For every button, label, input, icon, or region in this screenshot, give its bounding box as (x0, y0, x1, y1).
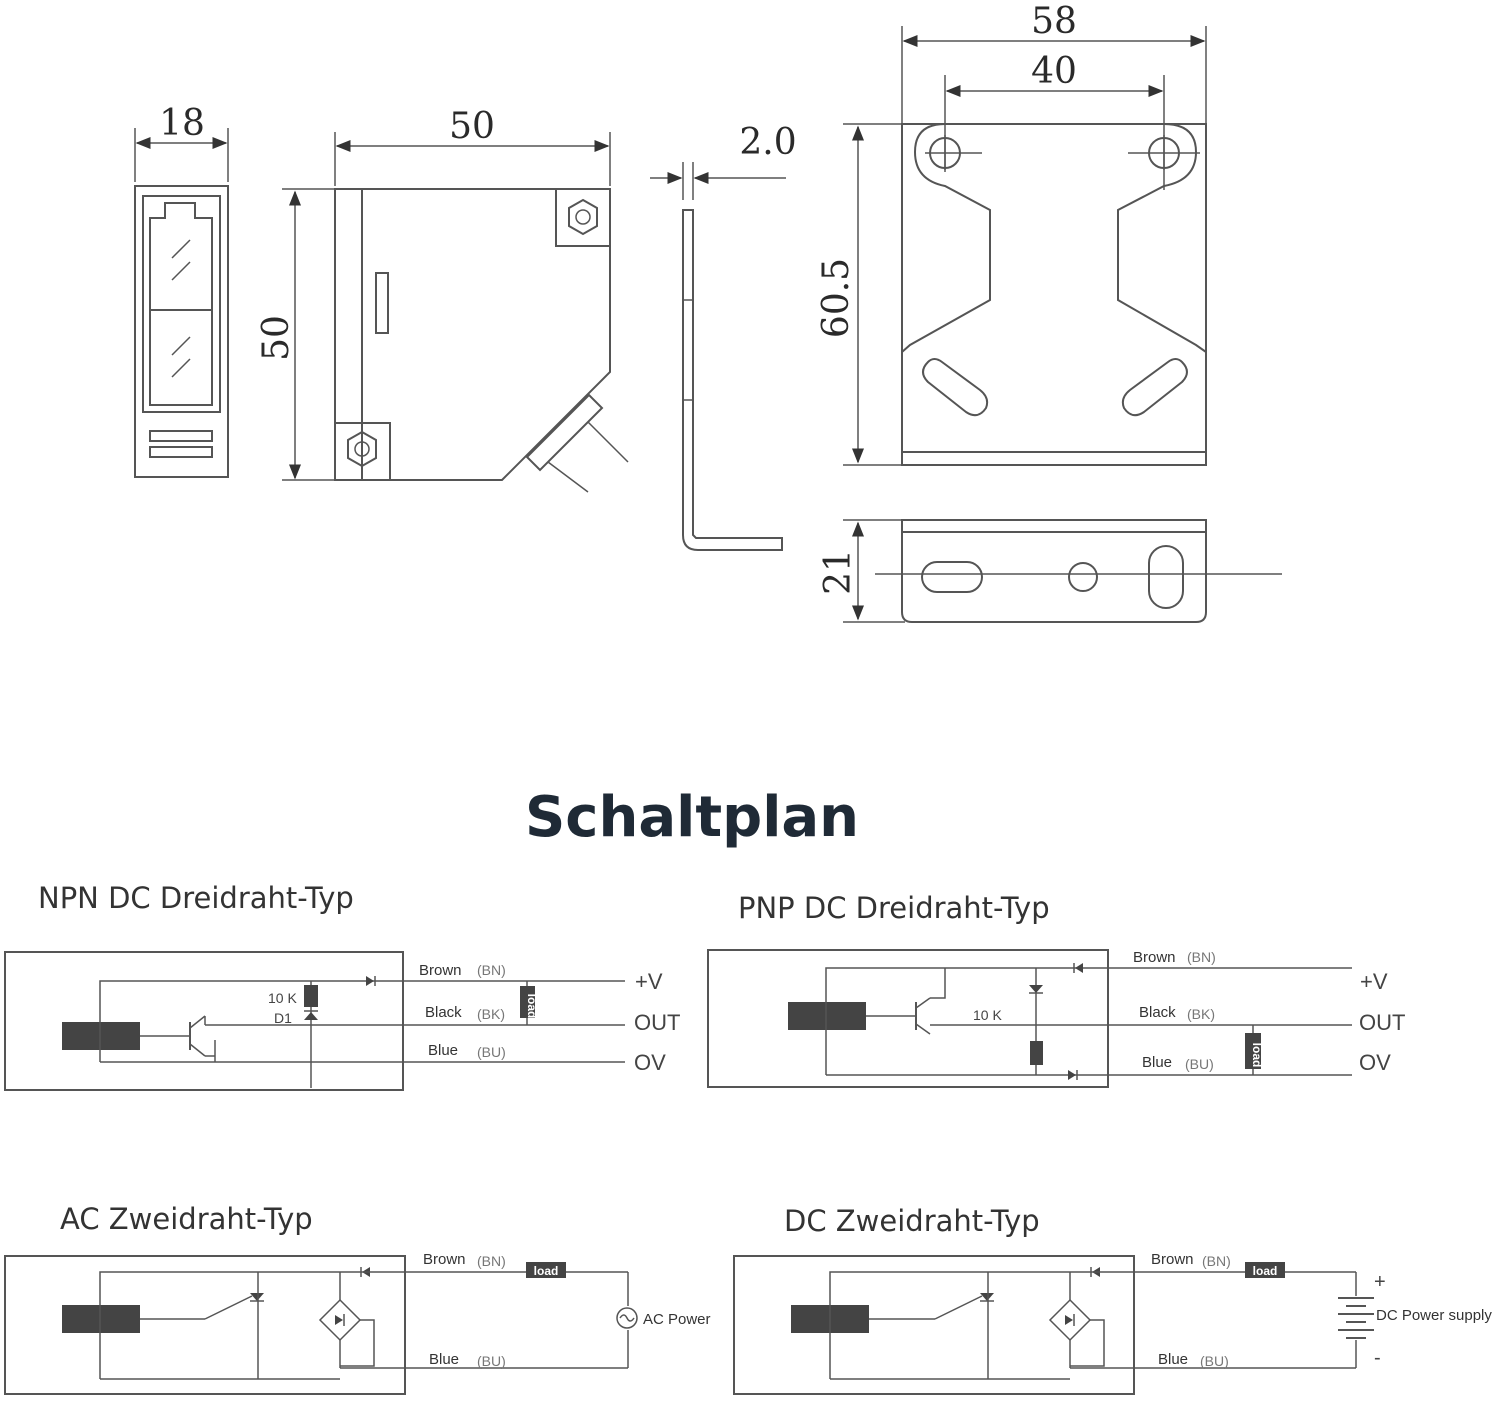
npn-blue-code: (BU) (477, 1044, 506, 1060)
npn-resistor-label: 10 K (268, 990, 297, 1006)
pnp-term-out: OUT (1359, 1010, 1405, 1035)
npn-load-label: load (525, 994, 539, 1019)
pnp-brown-label: Brown (1133, 949, 1176, 966)
sensor-side-view: 50 50 (256, 106, 629, 493)
npn-brown-code: (BN) (477, 962, 506, 978)
dim-bracket-hole-spacing: 40 (1031, 51, 1077, 92)
npn-blue-label: Blue (428, 1042, 458, 1059)
ac2-load-label: load (534, 1264, 559, 1278)
ac2-emitter-block (62, 1305, 140, 1333)
ac2-brown-label: Brown (423, 1251, 466, 1268)
pnp-black-label: Black (1139, 1004, 1176, 1021)
pnp-diagram: PNP DC Dreidraht-Typ 10 K load Brown (BN… (707, 891, 1405, 1088)
dc2-load-label: load (1253, 1264, 1278, 1278)
pnp-resistor-label: 10 K (973, 1007, 1002, 1023)
ac2-blue-label: Blue (429, 1351, 459, 1368)
dim-sensor-height: 50 (256, 315, 297, 361)
dim-sensor-length: 50 (449, 106, 495, 147)
ac2-title: AC Zweidraht-Typ (60, 1202, 313, 1236)
npn-brown-label: Brown (419, 962, 462, 979)
ac2-brown-code: (BN) (477, 1253, 506, 1269)
dc2-blue-label: Blue (1158, 1351, 1188, 1368)
dc2-diagram: DC Zweidraht-Typ load Brown (BN) Blue (B (733, 1204, 1492, 1395)
npn-diagram: NPN DC Dreidraht-Typ 10 K D1 load Brown … (4, 881, 680, 1091)
pnp-blue-code: (BU) (1185, 1056, 1214, 1072)
dc2-power-label: DC Power supply (1376, 1307, 1492, 1324)
npn-term-pos: +V (635, 969, 663, 994)
pnp-term-zero: OV (1359, 1050, 1391, 1075)
npn-black-code: (BK) (477, 1006, 505, 1022)
page-title: Schaltplan (525, 785, 859, 850)
ac2-diagram: AC Zweidraht-Typ load Brown (BN) Blue (B… (4, 1202, 711, 1395)
dc2-brown-code: (BN) (1202, 1253, 1231, 1269)
npn-title: NPN DC Dreidraht-Typ (38, 881, 354, 915)
dc2-brown-label: Brown (1151, 1251, 1194, 1268)
pnp-term-pos: +V (1360, 969, 1388, 994)
sensor-front-view: 18 (134, 103, 229, 478)
pnp-black-code: (BK) (1187, 1006, 1215, 1022)
npn-black-label: Black (425, 1004, 462, 1021)
pnp-load-label: load (1250, 1043, 1264, 1068)
ac2-blue-code: (BU) (477, 1353, 506, 1369)
dim-bracket-width: 58 (1031, 1, 1077, 42)
pnp-brown-code: (BN) (1187, 949, 1216, 965)
npn-emitter-block (62, 1022, 140, 1050)
dim-bracket-thickness: 2.0 (739, 122, 796, 163)
bracket-bottom-view: 21 (818, 519, 1282, 623)
npn-term-out: OUT (634, 1010, 680, 1035)
pnp-emitter-block (788, 1002, 866, 1030)
dc2-minus: - (1374, 1347, 1381, 1369)
dim-sensor-width: 18 (159, 103, 205, 144)
npn-diode-label: D1 (274, 1010, 292, 1026)
dim-bracket-depth: 21 (818, 549, 859, 595)
ac2-power-label: AC Power (643, 1311, 711, 1328)
dim-bracket-height: 60.5 (816, 258, 857, 338)
pnp-title: PNP DC Dreidraht-Typ (738, 891, 1050, 925)
npn-term-zero: OV (634, 1050, 666, 1075)
dc2-blue-code: (BU) (1200, 1353, 1229, 1369)
bracket-front-view: 58 40 60.5 (816, 1, 1207, 466)
pnp-blue-label: Blue (1142, 1054, 1172, 1071)
dc2-plus: + (1374, 1271, 1386, 1293)
dc2-title: DC Zweidraht-Typ (784, 1204, 1040, 1238)
bracket-profile: 2.0 (650, 122, 797, 551)
